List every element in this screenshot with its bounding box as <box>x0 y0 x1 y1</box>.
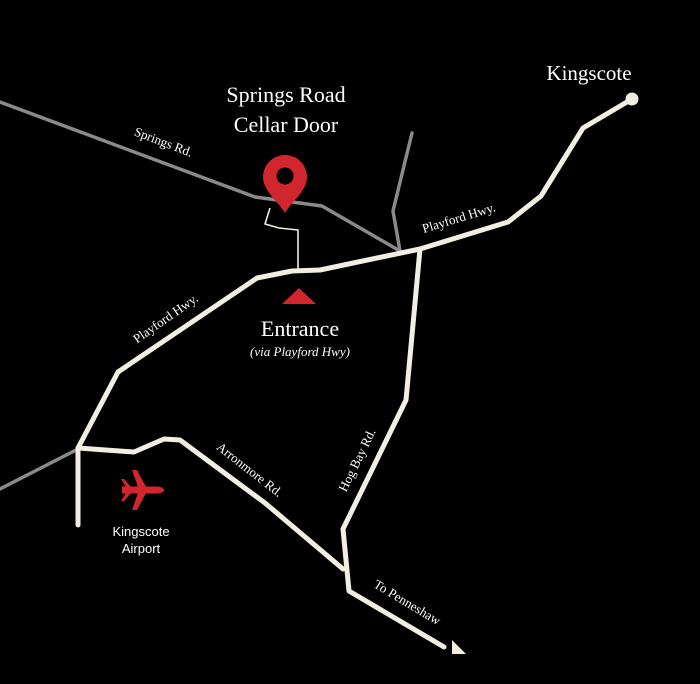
cellar-door-track <box>264 207 299 270</box>
playford-highway <box>75 96 635 528</box>
town-dot-icon <box>625 92 639 106</box>
major-roads <box>75 96 635 650</box>
northern-side-road <box>391 131 414 253</box>
airport-label-line1: Kingscote <box>112 524 169 539</box>
hog-bay-road <box>340 246 447 650</box>
airport-label-line2: Airport <box>122 541 161 556</box>
airplane-icon <box>121 470 164 510</box>
western-side-road <box>0 447 80 491</box>
cellar-door-label-line1: Springs Road <box>226 82 345 107</box>
cellar-door-label-line2: Cellar Door <box>234 112 339 137</box>
kingscote-label: Kingscote <box>546 61 631 85</box>
entrance-note: (via Playford Hwy) <box>250 344 350 359</box>
triangle-marker-icon <box>282 288 316 304</box>
arronmore-road <box>75 436 346 572</box>
location-pin-icon <box>263 155 307 213</box>
entrance-label: Entrance <box>261 316 339 341</box>
arrow-icon <box>452 640 466 654</box>
